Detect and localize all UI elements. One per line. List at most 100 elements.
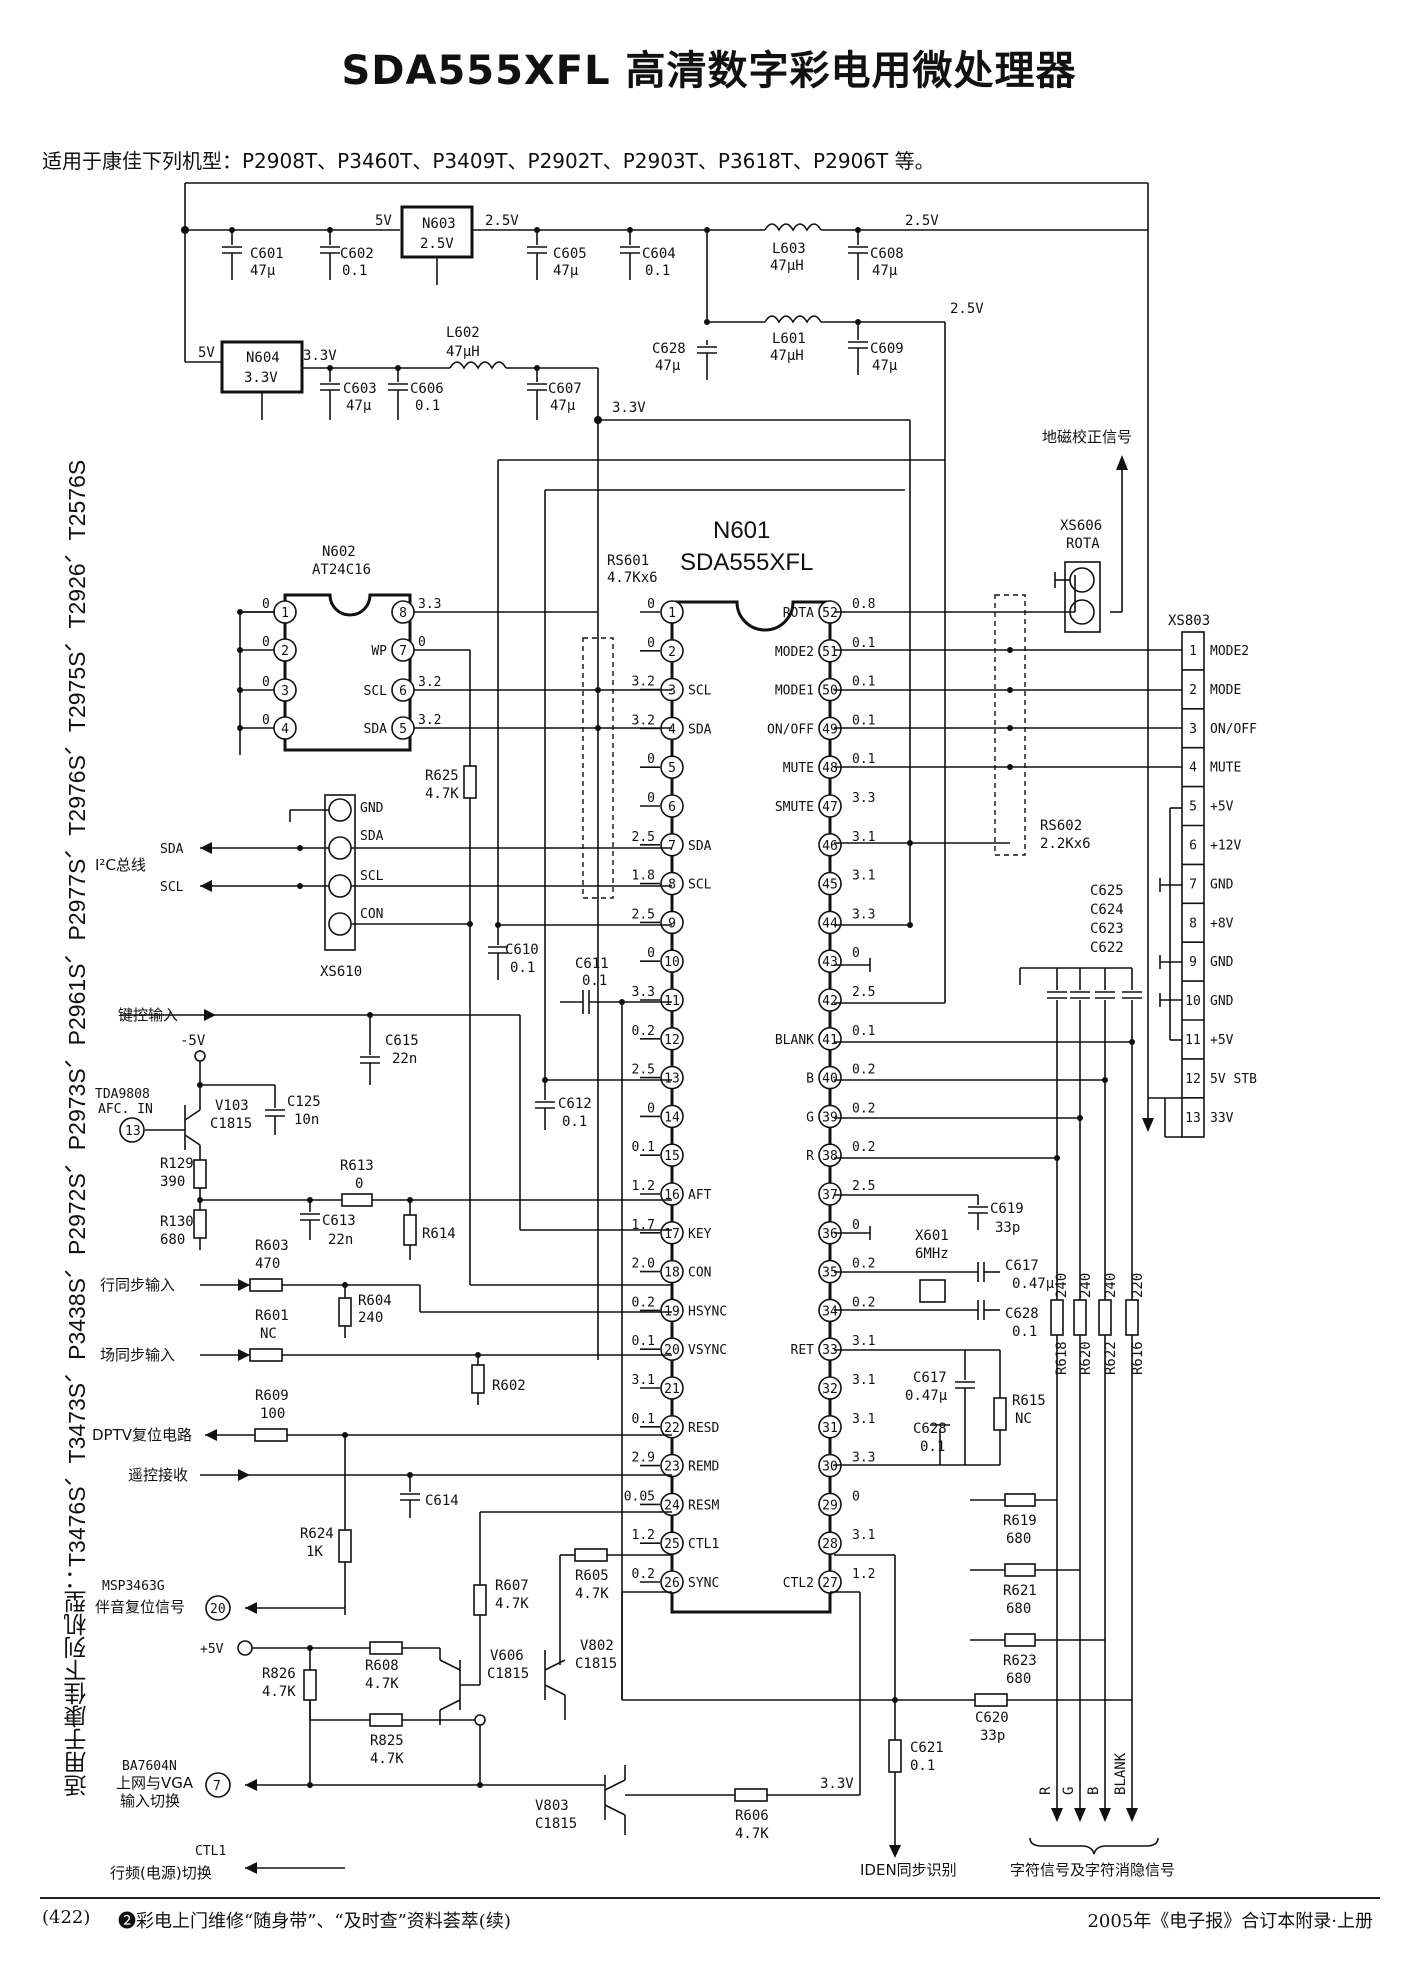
n601-pin-21-number: 21 xyxy=(664,1382,680,1397)
r615-value: NC xyxy=(1015,1411,1032,1427)
c620-value: 0.47μ xyxy=(1012,1276,1055,1292)
n601-pin-49-number: 49 xyxy=(822,722,838,737)
n601-pin-37-voltage: 2.5 xyxy=(852,1179,875,1194)
r129-ref: R129 xyxy=(160,1156,194,1172)
c603-ref: C603 xyxy=(343,381,377,397)
r606-resistor xyxy=(734,1788,768,1802)
c619-ref: C628 xyxy=(1005,1306,1039,1322)
n602-pin-2-voltage: 0 xyxy=(262,635,270,650)
n601-pin-41-circle xyxy=(818,1027,842,1051)
n601-pin-22-circle xyxy=(660,1415,684,1439)
c610-ref: C610 xyxy=(505,942,539,958)
n601-pin-34-voltage: 0.2 xyxy=(852,1295,875,1310)
n601-pin-32-circle xyxy=(818,1376,842,1400)
n602-pin-3-number: 3 xyxy=(281,684,289,699)
n601-pin-24-circle xyxy=(660,1492,684,1517)
xs606-ref: XS606 xyxy=(1060,518,1102,534)
xs803-pin-6-label: +12V xyxy=(1210,839,1241,854)
n601-pin-18-number: 18 xyxy=(664,1266,680,1281)
xs803-pin-8-label: +8V xyxy=(1210,916,1234,931)
r613-resistor xyxy=(341,1193,373,1207)
n601-ref: N601 xyxy=(713,517,770,544)
n601-pin-14-voltage: 0 xyxy=(647,1101,655,1116)
r129-value: 390 xyxy=(160,1174,185,1190)
xs803-pin-7-number: 7 xyxy=(1189,877,1197,892)
n601-pin-43-circle xyxy=(818,949,842,974)
r621-resistor xyxy=(1004,1563,1036,1577)
r614-ref: R614 xyxy=(422,1226,456,1242)
c605-ref: C605 xyxy=(553,246,587,262)
r608-value: 4.7K xyxy=(365,1676,399,1692)
n601-pin-24-label: RESM xyxy=(688,1498,719,1513)
n601-pin-50-label: MODE1 xyxy=(775,684,814,699)
c624-ref: C624 xyxy=(1090,902,1124,918)
c609-ref: C609 xyxy=(870,341,904,357)
n601-pin-40-voltage: 0.2 xyxy=(852,1063,875,1078)
n601-pin-13-circle xyxy=(660,1065,684,1090)
n601-pin-5-circle xyxy=(660,755,684,780)
n602-pin-1-number: 1 xyxy=(281,606,289,621)
r622-value: 240 xyxy=(1103,1273,1119,1298)
xs803-pin-6-number: 6 xyxy=(1189,839,1197,854)
r609-resistor xyxy=(254,1428,288,1442)
n601-pin-41-label: BLANK xyxy=(775,1033,814,1048)
n601-pin-50-number: 50 xyxy=(822,684,838,699)
n601-pin-25-voltage: 1.2 xyxy=(632,1528,655,1543)
left-circuits: C610 0.1 C611 0.1 键控输入 C615 22n C612 0.1… xyxy=(92,459,945,1882)
c628-ref-text: C628 xyxy=(913,1421,947,1437)
xs803-pin-4-label: MUTE xyxy=(1210,761,1241,776)
n601-pin-47-voltage: 3.3 xyxy=(852,791,875,806)
r603-ref: R603 xyxy=(255,1238,289,1254)
n601-pin-8-number: 8 xyxy=(668,878,676,893)
r130-value: 680 xyxy=(160,1232,185,1248)
n601-pin-51-voltage: 0.1 xyxy=(852,636,875,651)
n601-pin-19-circle xyxy=(660,1298,684,1323)
v802-value: C1815 xyxy=(575,1656,617,1672)
n601-pin-25-label: CTL1 xyxy=(688,1537,719,1552)
n603-value: 2.5V xyxy=(420,236,454,252)
xs610-pin-scl: SCL xyxy=(360,869,384,884)
n601-pin-19-label: HSYNC xyxy=(688,1304,727,1319)
n601-pin-33-number: 33 xyxy=(822,1343,838,1358)
c608-ref: C608 xyxy=(870,246,904,262)
n601-pin-27-circle xyxy=(818,1570,842,1594)
n601-pin-49-voltage: 0.1 xyxy=(852,713,875,728)
c606-ref: C606 xyxy=(410,381,444,397)
n601-pin-37-circle xyxy=(818,1182,842,1206)
c607-value: 47μ xyxy=(550,398,576,414)
n601-pin-17-circle xyxy=(660,1221,684,1245)
n602-pin-3-voltage: 0 xyxy=(262,675,270,690)
r604-ref: R604 xyxy=(358,1293,392,1309)
n601-pin-37-number: 37 xyxy=(822,1188,838,1203)
xs803-pin-9-label: GND xyxy=(1210,955,1234,970)
c612-value: 0.1 xyxy=(562,1114,587,1130)
l601-value: 47μH xyxy=(770,348,804,364)
n601-pin-28-circle xyxy=(818,1531,842,1555)
right-circuits: XS606 ROTA 地磁校正信号 RS602 2.2Kx6 xyxy=(622,420,1182,1879)
r624-ref: R624 xyxy=(300,1526,334,1542)
n601-pin-26-circle xyxy=(660,1570,684,1594)
r607-resistor xyxy=(473,1584,487,1616)
c615-ref: C615 xyxy=(385,1033,419,1049)
xs803-pin-12-number: 12 xyxy=(1185,1072,1201,1087)
n602-pin-5-label: SDA xyxy=(364,722,388,737)
footer-book: 2005年《电子报》合订本附录·上册 xyxy=(1087,1911,1373,1932)
r607-ref: R607 xyxy=(495,1578,529,1594)
r622-ref: R622 xyxy=(1103,1341,1119,1375)
c604-value: 0.1 xyxy=(645,263,670,279)
neg5v-label: -5V xyxy=(180,1033,206,1049)
n601-pin-4-voltage: 3.2 xyxy=(632,713,655,728)
v103-value: C1815 xyxy=(210,1116,252,1132)
n602-pin-1-voltage: 0 xyxy=(262,597,270,612)
c621-value: 33p xyxy=(995,1220,1020,1236)
rgb-out-b: B xyxy=(1086,1787,1102,1795)
n603-ref: N603 xyxy=(422,216,456,232)
rgb-out-r: R xyxy=(1038,1786,1054,1795)
c613-value: 22n xyxy=(328,1232,353,1248)
l601-ref: L601 xyxy=(772,331,806,347)
n601-pin-3-label: SCL xyxy=(688,684,712,699)
l603-ref: L603 xyxy=(772,241,806,257)
c620-ref: C617 xyxy=(1005,1258,1039,1274)
r617-ref: C620 xyxy=(975,1710,1009,1726)
